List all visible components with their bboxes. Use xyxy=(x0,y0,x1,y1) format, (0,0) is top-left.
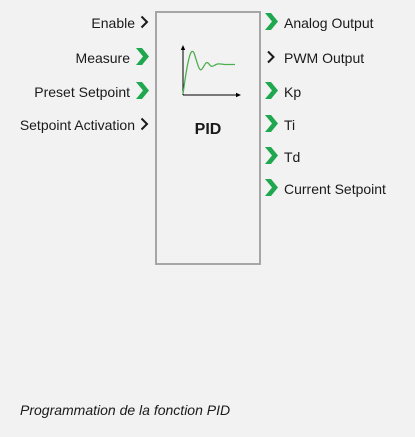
output-label: Current Setpoint xyxy=(284,181,386,197)
input-label: Enable xyxy=(91,15,135,31)
input-label: Preset Setpoint xyxy=(34,84,130,100)
green-arrow-icon xyxy=(264,146,278,170)
output-td: Td xyxy=(264,146,300,168)
output-label: Td xyxy=(284,149,301,165)
output-pwm-output: PWM Output xyxy=(264,47,364,69)
green-arrow-icon xyxy=(264,81,278,105)
output-analog-output: Analog Output xyxy=(264,12,374,34)
green-arrow-icon xyxy=(135,47,149,71)
green-arrow-icon xyxy=(135,81,149,105)
output-kp: Kp xyxy=(264,81,301,103)
green-arrow-icon xyxy=(264,114,278,138)
output-label: PWM Output xyxy=(284,50,365,66)
output-label: Ti xyxy=(284,117,296,133)
output-ti: Ti xyxy=(264,114,295,136)
input-enable: Enable xyxy=(91,12,149,34)
chevron-right-icon xyxy=(140,115,149,137)
pid-function-block: PID xyxy=(155,11,261,265)
input-label: Measure xyxy=(75,50,130,66)
chevron-right-icon xyxy=(264,48,278,70)
green-arrow-icon xyxy=(264,178,278,202)
output-label: Analog Output xyxy=(284,15,374,31)
figure-caption: Programmation de la fonction PID xyxy=(20,402,231,418)
green-arrow-icon xyxy=(264,12,278,36)
input-measure: Measure xyxy=(76,47,149,69)
block-title: PID xyxy=(194,121,222,138)
chevron-right-icon xyxy=(140,13,149,35)
input-setpoint-activation: Setpoint Activation xyxy=(20,114,149,136)
output-label: Kp xyxy=(284,84,302,100)
input-preset-setpoint: Preset Setpoint xyxy=(34,81,149,103)
output-current-setpoint: Current Setpoint xyxy=(264,178,386,200)
step-response-icon xyxy=(179,45,241,106)
input-label: Setpoint Activation xyxy=(19,117,135,133)
